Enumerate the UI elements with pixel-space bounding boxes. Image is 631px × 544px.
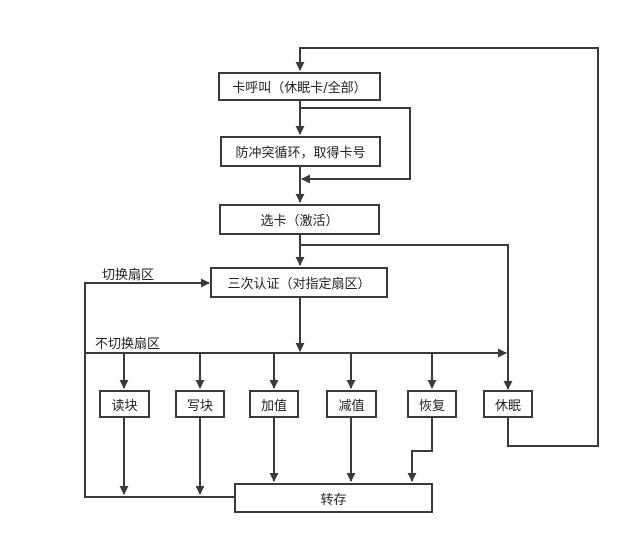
edge-call-bypass-loop [300,107,411,184]
node-transfer: 转存 [234,483,433,513]
label-no-switch-sector: 不切换扇区 [95,337,161,352]
edge-halt-to-call [295,47,599,447]
node-anticollision: 防冲突循环，取得卡号 [220,136,381,167]
node-read-block: 读块 [99,390,150,418]
node-select-card: 选卡（激活） [219,204,380,235]
node-increment: 加值 [249,390,299,418]
node-halt: 休眠 [483,390,533,418]
label-switch-sector: 切换扇区 [102,268,155,283]
node-decrement: 减值 [326,390,377,418]
node-card-call: 卡呼叫（休眠卡/全部） [218,72,381,101]
node-restore: 恢复 [407,390,457,418]
node-authentication: 三次认证（对指定扇区） [210,267,388,298]
edge-select-to-halt [300,244,513,390]
node-write-block: 写块 [175,390,225,418]
edge-switch-sector-loop [84,278,235,498]
edge-restore-to-transfer [407,418,433,482]
